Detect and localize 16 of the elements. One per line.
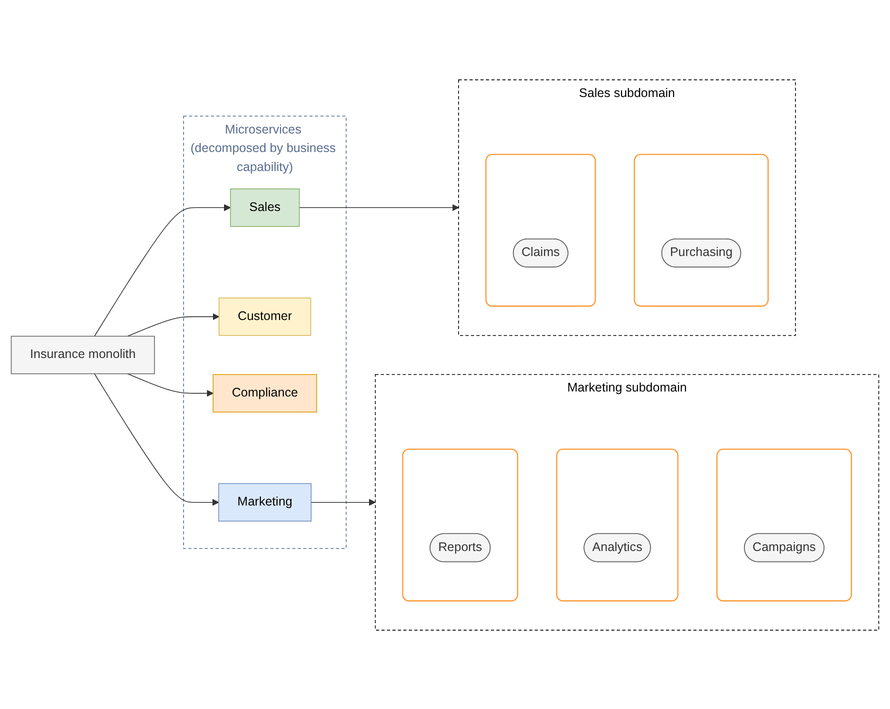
cluster <box>402 448 518 601</box>
arrow <box>94 372 219 506</box>
node-box: Customer <box>218 297 312 336</box>
node-box: Sales <box>230 188 300 226</box>
arrow <box>127 312 220 336</box>
node-box: Insurance monolith <box>10 335 155 374</box>
cluster <box>634 153 769 306</box>
cluster <box>556 448 678 601</box>
arrow <box>94 204 231 336</box>
arrow <box>127 372 214 396</box>
arrow <box>298 204 459 211</box>
cluster <box>716 448 852 601</box>
arrow <box>310 498 376 506</box>
cluster <box>485 153 596 306</box>
node-box: Compliance <box>212 374 318 412</box>
node-box: Marketing <box>218 482 312 522</box>
